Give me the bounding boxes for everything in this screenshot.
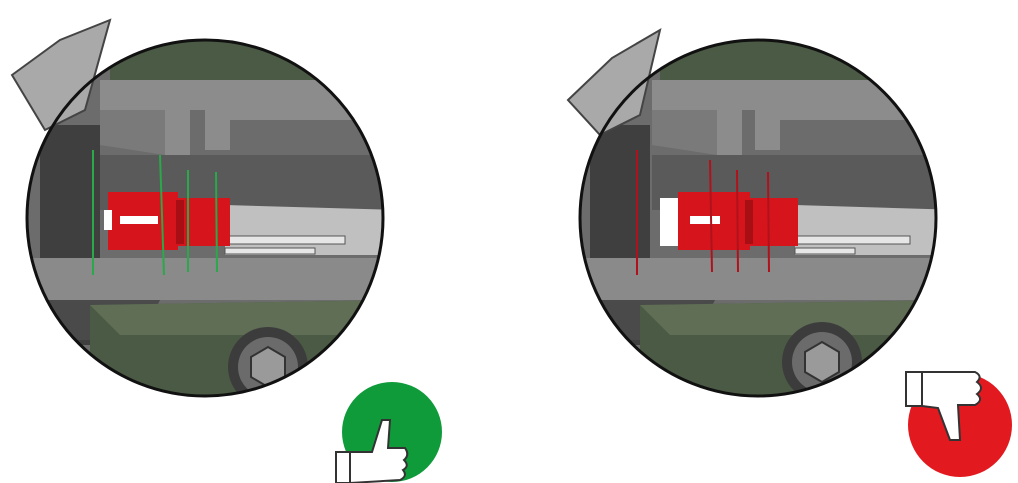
upper-grey-block <box>652 80 936 155</box>
hex-screw-icon <box>782 322 862 396</box>
red-contact-part <box>660 192 798 250</box>
panel-incorrect <box>566 27 1012 477</box>
clamp-jaw <box>566 27 662 137</box>
hex-screw-icon <box>228 327 308 396</box>
lens-outline-right <box>578 38 938 398</box>
upper-green-body <box>660 40 936 80</box>
clamp-jaw <box>10 18 112 132</box>
thumbs-up-icon <box>335 419 409 483</box>
alignment-lines-right <box>636 150 770 275</box>
lens-outline-left <box>25 38 385 398</box>
upper-grey-block <box>100 80 380 155</box>
thumbs-down-icon <box>905 371 982 441</box>
verdict-bad <box>905 371 1012 477</box>
red-contact-part <box>104 192 230 250</box>
panel-correct <box>10 18 442 483</box>
verdict-good <box>335 382 442 483</box>
alignment-lines-left <box>92 150 218 276</box>
upper-green-body <box>110 40 383 80</box>
magnified-view-left <box>27 40 383 396</box>
